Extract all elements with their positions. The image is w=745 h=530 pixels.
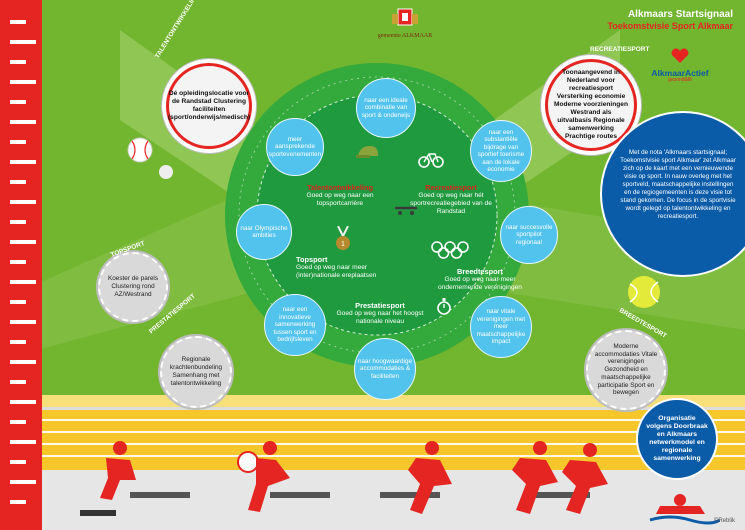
- breedtesport-circle: Moderne accommodaties Vitale vereniginge…: [586, 330, 666, 410]
- segment-text: Goed op weg naar meer ondernemende veren…: [438, 276, 522, 291]
- breedtesport-text: Moderne accommodaties Vitale vereniginge…: [594, 342, 658, 397]
- header-titles: Alkmaars Startsignaal Toekomstvisie Spor…: [607, 9, 733, 31]
- bubble-text: naar een innovatieve samenwerking tussen…: [273, 306, 317, 344]
- bubble-text: naar een substantiële bijdrage van sport…: [477, 128, 525, 174]
- bubble-text: naar een ideale combinatie van sport & o…: [361, 96, 411, 119]
- segment-text: Goed op weg naar hét sportrecreatiegebie…: [410, 192, 492, 215]
- segment-title: Topsport: [296, 255, 328, 264]
- credit: ©Reblik: [713, 518, 735, 524]
- athletes-row: [80, 441, 720, 525]
- svg-text:1: 1: [341, 241, 345, 248]
- segment-title: Prestatiesport: [355, 301, 405, 310]
- bicycle-icon: [418, 153, 444, 168]
- bubble-sportevenementen: meer aansprekende sportevenementen: [266, 118, 324, 176]
- logo-name: AlkmaarActief: [651, 68, 709, 78]
- coat-of-arms-icon: [392, 8, 418, 26]
- bubble-olympisch: naar Olympische ambities: [236, 204, 292, 260]
- tennis-ball-icon: [628, 276, 660, 308]
- bubble-text: naar succesvolle sportpilot regionaal: [505, 223, 553, 246]
- segment-talent: Talentontwikkeling Goed op weg naar een …: [300, 184, 380, 208]
- swimmer-figure: [649, 494, 720, 525]
- segment-recreatie: Recreatiesport Goed op weg naar hét spor…: [406, 184, 496, 216]
- heart-logo-icon: [671, 48, 689, 63]
- footballer-figure: [237, 441, 290, 512]
- segment-topsport: Topsport Goed op weg naar meer (inter)na…: [296, 256, 392, 280]
- vision-info-text: Met de nota 'Alkmaars startsignaal; Toek…: [620, 149, 736, 220]
- segment-text: Goed op weg naar een topsportcarrière: [306, 192, 374, 207]
- baseball-icon: [127, 137, 173, 179]
- organisation-text: Organisatie volgens Doorbraak en Alkmaar…: [646, 415, 708, 462]
- recreation-arc-label: RECREATIESPORT: [590, 46, 650, 53]
- bubble-text: meer aansprekende sportevenementen: [268, 135, 322, 158]
- runner-figure-2: [512, 441, 608, 514]
- page-title: Alkmaars Startsignaal: [627, 9, 733, 20]
- alkmaaractief-logo: AlkmaarActief gezond&fit: [650, 48, 710, 83]
- municipality-logo: gemeente ALKMAAR: [370, 6, 440, 39]
- runner-figure: [408, 441, 452, 514]
- segment-text: Goed op weg naar meer (inter)nationale e…: [296, 264, 377, 279]
- bubble-sportpilot: naar succesvolle sportpilot regionaal: [500, 206, 558, 264]
- segment-title: Recreatiesport: [425, 183, 477, 192]
- bubble-text: naar Olympische ambities: [240, 224, 288, 240]
- bubble-toerisme: naar een substantiële bijdrage van sport…: [470, 120, 532, 182]
- recreation-vision-text: Toonaangevend in Nederland voor recreati…: [554, 69, 629, 140]
- medal-icon: 1: [336, 226, 350, 250]
- skater-figure: [80, 441, 136, 516]
- segment-prestatie: Prestatiesport Goed op weg naar het hoog…: [330, 302, 430, 326]
- logo-tagline: gezond&fit: [668, 77, 692, 83]
- prestatiesport-text: Regionale krachtenbundeling Samenhang me…: [169, 356, 223, 387]
- prestatiesport-circle: Regionale krachtenbundeling Samenhang me…: [160, 336, 232, 408]
- bubble-text: naar hoogwaardige accommodaties & facili…: [358, 357, 412, 380]
- cap-icon: [356, 146, 378, 158]
- bubble-verenigingen: naar vitale verenigingen met meer maatsc…: [470, 296, 532, 358]
- municipality-name: gemeente ALKMAAR: [377, 33, 433, 39]
- page-subtitle: Toekomstvisie Sport Alkmaar: [607, 21, 733, 31]
- segment-breedte: Breedtesport Goed op weg naar meer onder…: [438, 268, 522, 292]
- bubble-bedrijfsleven: naar een innovatieve samenwerking tussen…: [264, 294, 326, 356]
- segment-title: Breedtesport: [457, 267, 503, 276]
- topsport-circle: Koester de parels Clustering rond AZ/Wes…: [98, 252, 168, 322]
- skateboard-icon: [394, 206, 418, 215]
- bubble-accommodaties: naar hoogwaardige accommodaties & facili…: [354, 338, 416, 400]
- recreation-vision-circle: Toonaangevend in Nederland voor recreati…: [545, 59, 637, 151]
- vision-info-circle: Met de nota 'Alkmaars startsignaal; Toek…: [600, 111, 745, 277]
- talent-vision-text: Dé opleidingslocatie voor de Randstad Cl…: [167, 90, 251, 121]
- olympic-rings-icon: [431, 241, 469, 259]
- topsport-text: Koester de parels Clustering rond AZ/Wes…: [107, 275, 159, 298]
- left-ruler-bar: [0, 0, 42, 530]
- bubble-text: naar vitale verenigingen met meer maatsc…: [476, 308, 526, 346]
- bubble-sport-onderwijs: naar een ideale combinatie van sport & o…: [356, 78, 416, 138]
- segment-text: Goed op weg naar het hoogst nationale ni…: [336, 310, 424, 325]
- stopwatch-icon: [437, 298, 451, 315]
- segment-title: Talentontwikkeling: [307, 183, 373, 192]
- talent-vision-circle: Dé opleidingslocatie voor de Randstad Cl…: [166, 63, 252, 149]
- organisation-circle: Organisatie volgens Doorbraak en Alkmaar…: [636, 398, 718, 480]
